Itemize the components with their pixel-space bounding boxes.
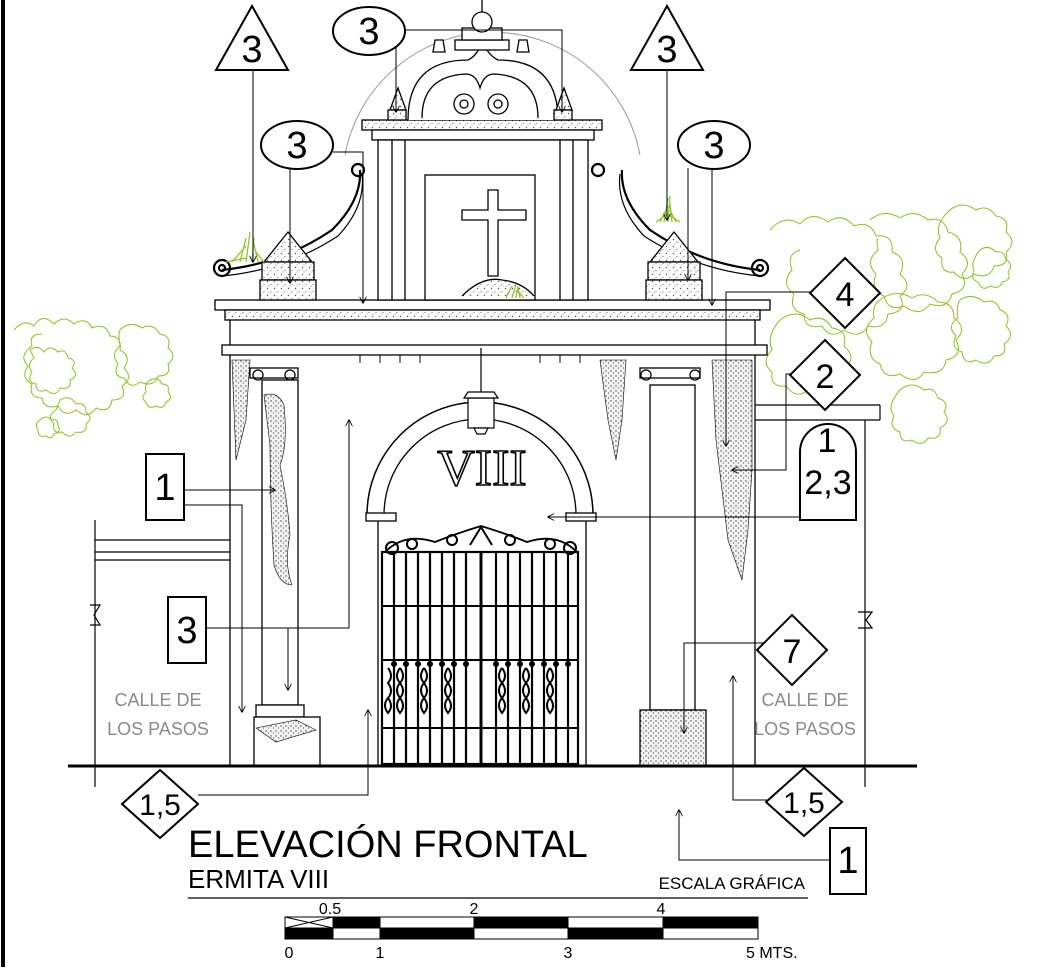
svg-text:1,5: 1,5 <box>139 789 181 822</box>
scale-title: ESCALA GRÁFICA <box>659 874 806 893</box>
callout-diamond-bottom-right: 1,5 <box>764 766 844 838</box>
svg-text:3: 3 <box>358 11 379 53</box>
svg-text:7: 7 <box>783 633 802 671</box>
foliage-left <box>13 318 174 439</box>
callout-triangle-right: 3 <box>629 3 705 71</box>
svg-text:3: 3 <box>656 29 677 71</box>
arch-inscription: VIII <box>437 440 527 497</box>
svg-text:2,3: 2,3 <box>804 464 851 502</box>
scale-label-bottom: 3 <box>564 945 573 962</box>
callout-diamond-bottom-left: 1,5 <box>120 768 200 840</box>
svg-text:3: 3 <box>241 29 262 71</box>
svg-text:1: 1 <box>837 840 858 882</box>
scale-label-bottom: 1 <box>376 945 385 962</box>
callout-box-left-3: 3 <box>167 596 207 664</box>
callout-triangle-left: 3 <box>214 3 290 71</box>
side-walls <box>90 404 881 787</box>
hanging-lantern <box>462 348 500 435</box>
svg-text:LOS PASOS: LOS PASOS <box>107 719 209 739</box>
iron-gate <box>380 525 580 766</box>
callout-oval-left: 3 <box>260 120 334 170</box>
side-finials <box>259 230 703 301</box>
svg-text:4: 4 <box>836 276 855 314</box>
street-label-right: CALLE DE LOS PASOS <box>754 690 856 739</box>
svg-text:3: 3 <box>703 125 724 167</box>
callout-diamond-2: 2 <box>788 338 862 412</box>
drawing-subtitle: ERMITA VIII <box>188 864 329 894</box>
svg-text:3: 3 <box>176 610 197 652</box>
scale-label-top: 4 <box>657 901 666 918</box>
svg-text:3: 3 <box>286 125 307 167</box>
scale-label-bottom: 5 MTS. <box>746 945 798 962</box>
scroll-brackets <box>212 162 770 278</box>
svg-text:LOS PASOS: LOS PASOS <box>754 719 856 739</box>
chapel-body <box>214 299 771 767</box>
svg-text:2: 2 <box>816 358 835 396</box>
callout-box-bottom-right: 1 <box>829 827 867 895</box>
svg-text:1,5: 1,5 <box>783 787 825 820</box>
upper-pediment <box>344 0 641 301</box>
callout-arch-box: 1 2,3 <box>799 422 857 521</box>
callout-diamond-4: 4 <box>808 256 882 330</box>
drawing-title: ELEVACIÓN FRONTAL <box>188 823 588 866</box>
foliage-right <box>765 204 1013 444</box>
svg-text:1: 1 <box>818 422 837 460</box>
graphic-scale <box>284 916 759 940</box>
street-label-left: CALLE DE LOS PASOS <box>107 690 209 739</box>
svg-text:CALLE DE: CALLE DE <box>761 690 848 710</box>
scale-label-top: 2 <box>470 901 479 918</box>
scale-label-top: 0.5 <box>319 901 341 918</box>
callout-diamond-7: 7 <box>755 613 829 687</box>
callout-oval-top: 3 <box>332 6 406 56</box>
callout-box-left-1: 1 <box>145 453 185 521</box>
scale-label-bottom: 0 <box>285 945 294 962</box>
callout-oval-right: 3 <box>677 120 751 170</box>
svg-text:1: 1 <box>154 467 175 509</box>
svg-text:CALLE DE: CALLE DE <box>114 690 201 710</box>
